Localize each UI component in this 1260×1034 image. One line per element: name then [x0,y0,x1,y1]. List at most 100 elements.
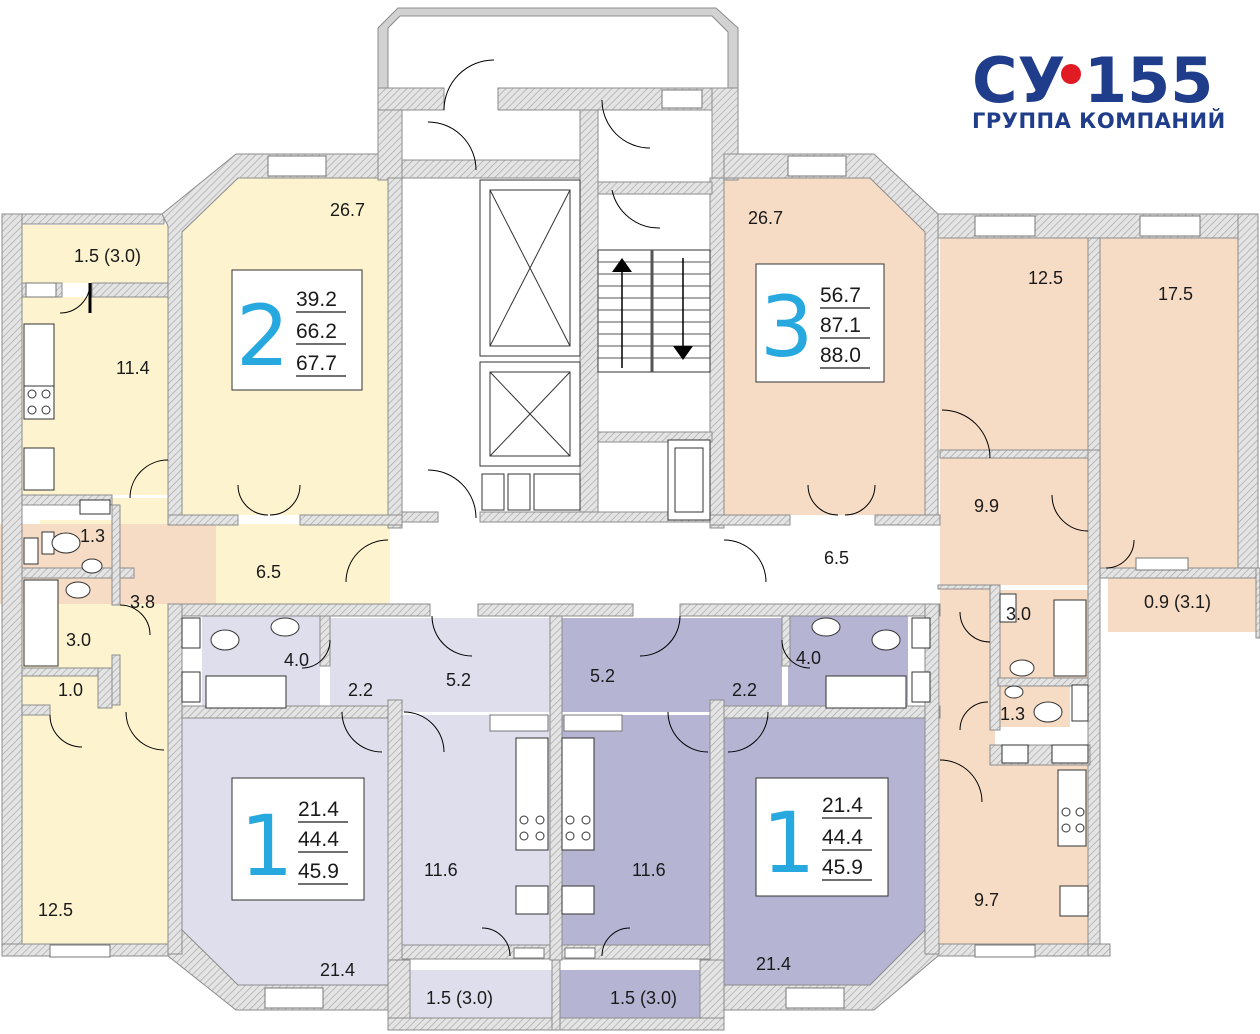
logo-dot-icon [1061,64,1081,84]
wall [1255,567,1260,639]
door-swing [611,189,661,229]
bathtub-icon [825,675,907,709]
window [49,944,111,958]
wall [387,177,403,529]
apt2-closet-fill [22,675,98,705]
window [1001,744,1029,764]
apartment-total-area: 44.4 [298,828,339,851]
apartment-card-2: 2 39.2 66.2 67.7 [231,269,363,391]
door-swing [427,469,477,519]
wall [21,567,135,579]
apartment-card-1-left: 1 21.4 44.4 45.9 [231,777,365,901]
window [564,947,596,959]
area-label: 5.2 [590,666,615,686]
apt3-bedroom-1-fill [940,238,1088,450]
area-label: 2.2 [348,680,373,700]
window [974,215,1036,237]
window [181,671,201,703]
window [1135,557,1189,571]
wall [319,615,331,667]
area-label: 1.3 [80,526,105,546]
window [563,714,623,732]
wall [167,603,431,617]
kitchen-counter [561,737,595,851]
sink-icon [23,447,55,491]
area-labels: 1.5 (3.0) 11.4 26.7 1.3 6.5 3.8 3.0 1.0 … [38,200,1211,1008]
wall [709,699,725,961]
window [1071,684,1089,722]
area-label: 1.0 [58,680,83,700]
wall [699,959,725,1027]
area-label: 1.5 (3.0) [74,246,141,266]
washbasin-icon [811,617,841,637]
wall [997,677,1089,687]
door-swing [807,484,839,516]
area-label: 17.5 [1158,284,1193,304]
windows [25,89,1201,1009]
bathtub-icon [23,579,59,667]
washbasin-icon [1004,685,1024,699]
table-icon [515,885,549,915]
apartment-rooms-number: 2 [236,287,289,385]
area-label: 3.0 [66,630,91,650]
shaft [533,473,581,511]
wall [597,431,713,443]
area-label: 1.3 [1000,704,1025,724]
wall [937,584,999,590]
logo-text-right: 155 [1084,44,1213,117]
window [79,499,111,515]
wall [1087,449,1101,947]
apartment-3-fills [0,178,1256,945]
wall [1087,943,1111,957]
window [513,947,545,959]
area-label: 6.5 [256,562,281,582]
washbasin-icon [270,617,300,637]
shaft [507,473,531,511]
apartment-rooms-number: 1 [240,797,293,895]
apartment-rooms-number: 3 [760,278,813,376]
apartment-total-with-balcony: 88.0 [820,344,861,367]
window [23,537,39,565]
apartment-total-with-balcony: 45.9 [298,860,339,883]
apt1r-hall-fill [560,618,782,712]
door-swing [959,701,989,731]
area-label: 1.5 (3.0) [426,988,493,1008]
door-swing [723,539,767,583]
area-label: 26.7 [330,200,365,220]
chute-inner [674,447,704,513]
door-swing [941,409,991,459]
apartment-total-area: 66.2 [296,320,337,343]
wall [299,514,403,526]
area-label: 3.8 [130,592,155,612]
door-swing [601,927,631,957]
window [181,617,201,649]
table-icon [1059,885,1089,917]
area-label: 12.5 [38,900,73,920]
area-label: 2.2 [732,680,757,700]
door-swing [403,711,445,753]
door-swing [639,615,681,657]
apt1l-loggia-fill [410,970,552,1018]
washbasin-icon [81,558,103,574]
apt1l-hall-fill [330,618,550,712]
door-swing [959,611,991,643]
door-swing [49,714,83,748]
washbasin-icon [1009,659,1035,677]
area-label: 0.9 (3.1) [1144,592,1211,612]
apartment-living-area: 56.7 [820,284,861,307]
area-label: 1.5 (3.0) [610,988,677,1008]
wall [939,449,1089,459]
wall [1237,213,1259,577]
counter [23,323,55,387]
bathtub-icon [1053,599,1087,677]
wall [874,514,941,526]
window [25,282,57,298]
door-swing [939,759,983,803]
apartment-card-1-right: 1 21.4 44.4 45.9 [755,777,889,897]
door-swing [844,484,876,516]
apartment-total-with-balcony: 45.9 [822,856,863,879]
apt3-bedroom-2-fill [1100,238,1238,568]
wall [1,213,23,955]
window [1051,744,1089,764]
door-swing [345,539,389,583]
